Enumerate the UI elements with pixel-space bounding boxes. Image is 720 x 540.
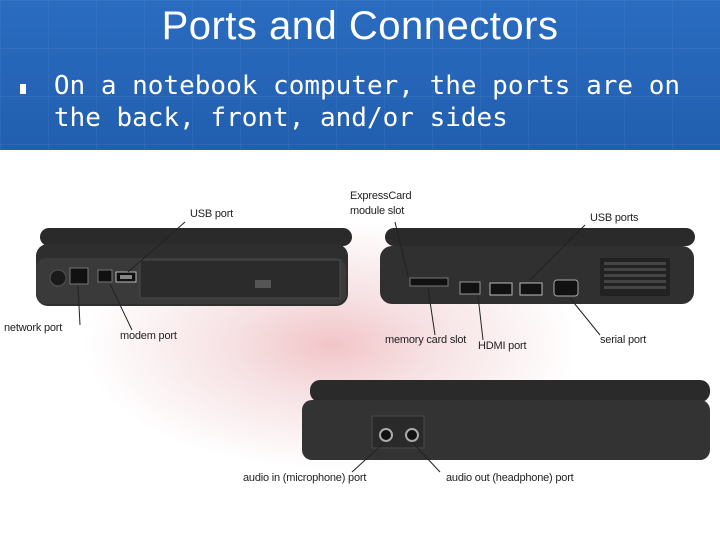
right-laptop-side-view [380,228,695,304]
notebook-ports-figure: USB port ExpressCard module slot USB por… [0,150,720,540]
usb-ports-label: USB ports [590,212,638,224]
square-bullet-icon [20,84,26,94]
bullet-text: On a notebook computer, the ports are on… [54,70,700,134]
hdmi-port-label: HDMI port [478,340,526,352]
front-laptop-view [302,380,710,460]
left-laptop-side-view [36,228,352,306]
audio-in-label: audio in (microphone) port [243,472,366,484]
slide-title: Ports and Connectors [0,4,720,49]
memory-card-slot-label: memory card slot [385,334,466,346]
expresscard-label-line1: ExpressCard [350,190,411,202]
network-port-label: network port [4,322,62,334]
usb-port-label: USB port [190,208,233,220]
bullet-item: On a notebook computer, the ports are on… [20,70,700,134]
modem-port-label: modem port [120,330,177,342]
serial-port-label: serial port [600,334,646,346]
expresscard-label-line2: module slot [350,205,404,217]
audio-out-label: audio out (headphone) port [446,472,574,484]
